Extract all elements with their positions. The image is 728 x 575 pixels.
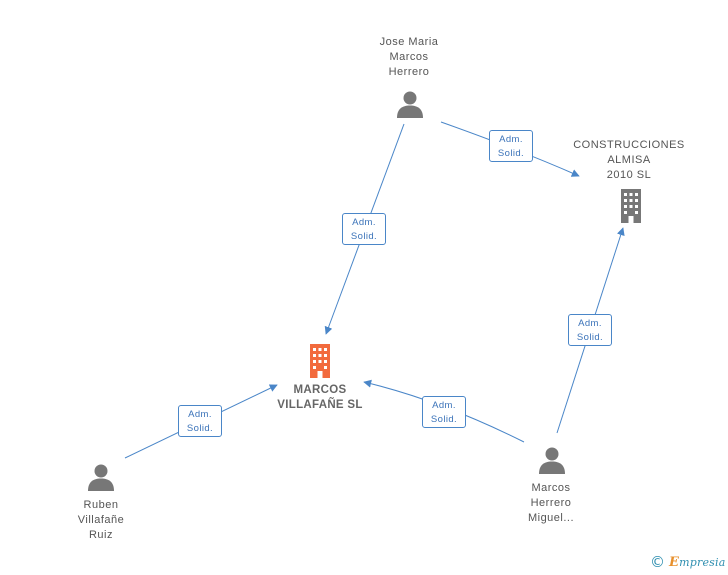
person-icon[interactable] [396, 90, 424, 118]
node-label-construcciones-almisa[interactable]: CONSTRUCCIONES ALMISA 2010 SL [573, 139, 685, 181]
node-label-jose-maria-marcos-herrero[interactable]: Jose Maria Marcos Herrero [379, 36, 439, 78]
empresia-logo[interactable]: Empresia [669, 554, 726, 570]
person-icon[interactable] [87, 463, 115, 491]
node-label-ruben-villafane-ruiz[interactable]: Ruben Villafañe Ruiz [77, 499, 125, 541]
edge-label-jose-construcciones[interactable]: Adm. Solid. [489, 130, 533, 162]
main-building-icon[interactable] [304, 343, 336, 379]
edge-label-herrero-villafane[interactable]: Adm. Solid. [422, 396, 466, 428]
building-icon[interactable] [615, 188, 647, 224]
node-label-marcos-villafane-sl[interactable]: MARCOS VILLAFAÑE SL [277, 384, 363, 411]
person-icon[interactable] [538, 446, 566, 474]
edge-label-jose-villafane[interactable]: Adm. Solid. [342, 213, 386, 245]
edge-label-herrero-construcciones[interactable]: Adm. Solid. [568, 314, 612, 346]
node-label-marcos-herrero-miguel[interactable]: Marcos Herrero Miguel... [527, 482, 575, 524]
copyright-icon: © [650, 553, 665, 571]
footer-brand: © Empresia [650, 553, 725, 571]
edge-label-ruben-villafane[interactable]: Adm. Solid. [178, 405, 222, 437]
